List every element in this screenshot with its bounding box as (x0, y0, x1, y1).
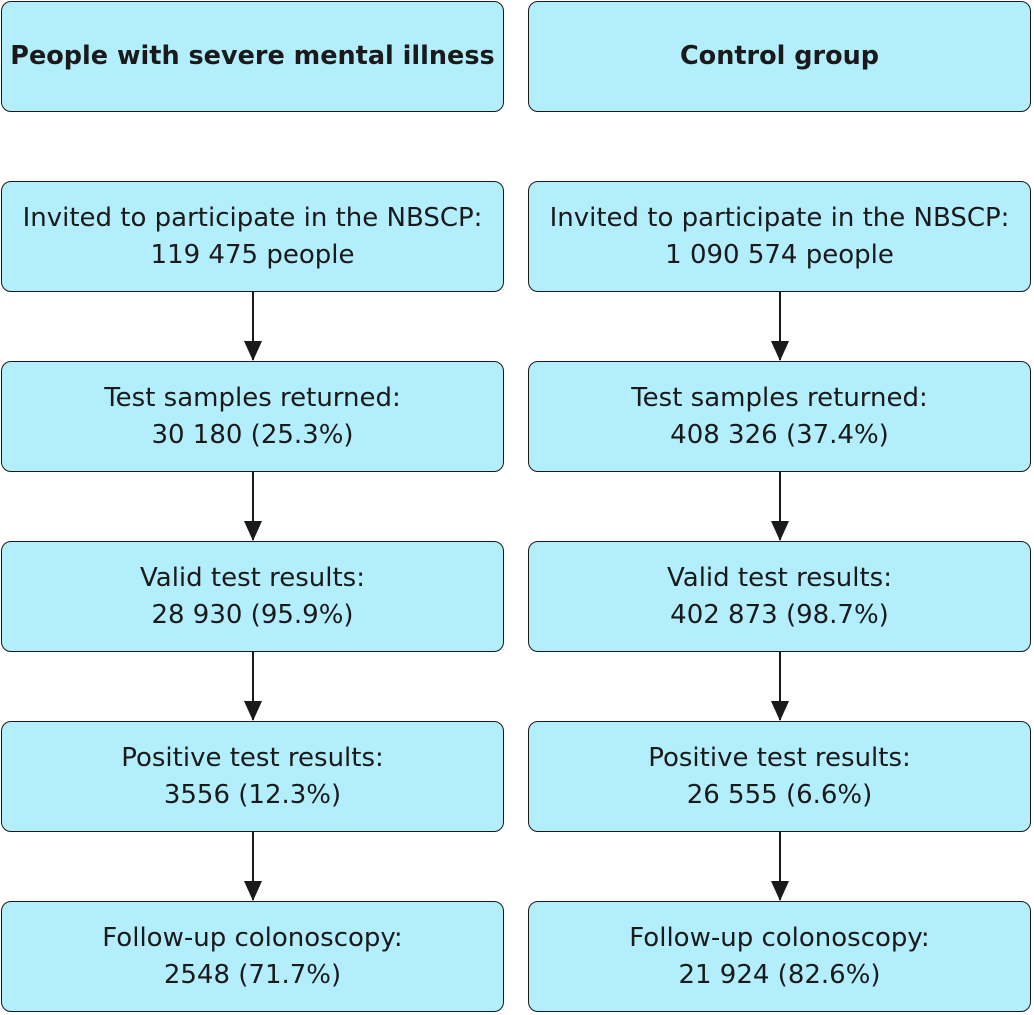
smi-invited-label: Invited to participate in the NBSCP: (22, 202, 483, 233)
smi-returned-label: Test samples returned: (104, 382, 401, 413)
control-returned-box: Test samples returned: 408 326 (37.4%) (528, 361, 1031, 472)
smi-positive-label: Positive test results: (121, 742, 384, 773)
control-column: Control group Invited to participate in … (528, 0, 1033, 1015)
smi-colonoscopy-box: Follow-up colonoscopy: 2548 (71.7%) (1, 901, 504, 1012)
control-invited-value: 1 090 574 people (665, 239, 894, 270)
smi-arrow-3 (244, 652, 262, 721)
smi-arrow-1 (244, 292, 262, 361)
control-positive-value: 26 555 (6.6%) (686, 779, 873, 810)
control-positive-box: Positive test results: 26 555 (6.6%) (528, 721, 1031, 832)
smi-returned-box: Test samples returned: 30 180 (25.3%) (1, 361, 504, 472)
smi-valid-box: Valid test results: 28 930 (95.9%) (1, 541, 504, 652)
control-returned-value: 408 326 (37.4%) (670, 419, 889, 450)
smi-invited-box: Invited to participate in the NBSCP: 119… (1, 181, 504, 292)
smi-returned-value: 30 180 (25.3%) (151, 419, 354, 450)
control-header-label: Control group (679, 41, 880, 71)
control-colonoscopy-box: Follow-up colonoscopy: 21 924 (82.6%) (528, 901, 1031, 1012)
smi-positive-value: 3556 (12.3%) (163, 779, 342, 810)
control-colonoscopy-label: Follow-up colonoscopy: (629, 922, 930, 953)
smi-valid-label: Valid test results: (140, 562, 365, 593)
control-returned-label: Test samples returned: (631, 382, 928, 413)
smi-arrow-4 (244, 832, 262, 901)
smi-positive-box: Positive test results: 3556 (12.3%) (1, 721, 504, 832)
smi-header-label: People with severe mental illness (10, 41, 495, 71)
control-colonoscopy-value: 21 924 (82.6%) (678, 959, 881, 990)
smi-colonoscopy-value: 2548 (71.7%) (163, 959, 342, 990)
control-invited-box: Invited to participate in the NBSCP: 1 0… (528, 181, 1031, 292)
control-valid-label: Valid test results: (667, 562, 892, 593)
smi-invited-value: 119 475 people (150, 239, 355, 270)
control-positive-label: Positive test results: (648, 742, 911, 773)
control-arrow-1 (771, 292, 789, 361)
control-arrow-2 (771, 472, 789, 541)
control-arrow-4 (771, 832, 789, 901)
control-arrow-3 (771, 652, 789, 721)
control-valid-value: 402 873 (98.7%) (670, 599, 889, 630)
smi-header-box: People with severe mental illness (1, 1, 504, 112)
smi-valid-value: 28 930 (95.9%) (151, 599, 354, 630)
control-valid-box: Valid test results: 402 873 (98.7%) (528, 541, 1031, 652)
smi-arrow-2 (244, 472, 262, 541)
control-header-box: Control group (528, 1, 1031, 112)
smi-column: People with severe mental illness Invite… (1, 0, 506, 1015)
smi-colonoscopy-label: Follow-up colonoscopy: (102, 922, 403, 953)
control-invited-label: Invited to participate in the NBSCP: (549, 202, 1010, 233)
